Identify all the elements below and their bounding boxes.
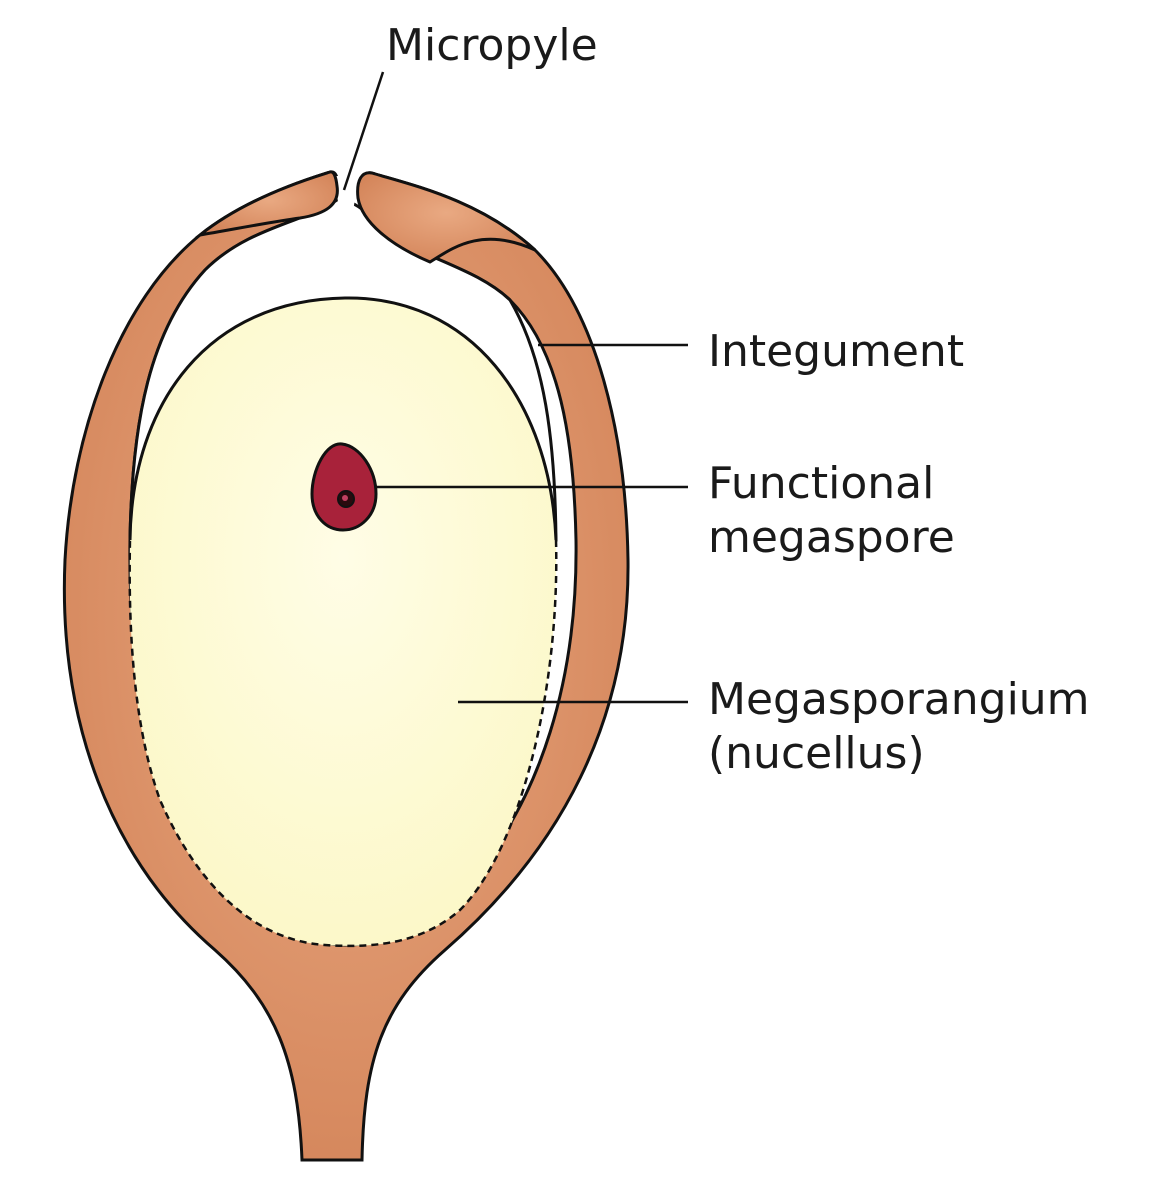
integument-tip-right (356, 171, 537, 264)
micropyle-leader (342, 71, 385, 191)
functional-megaspore-label-line2: megaspore (708, 512, 955, 563)
functional-megaspore (310, 442, 378, 532)
integument-label: Integument (708, 326, 964, 377)
megaspore-nucleolus (342, 495, 348, 501)
functional-megaspore-label-line1: Functional (708, 458, 934, 509)
megasporangium-outline-lower (128, 539, 558, 948)
micropyle-label: Micropyle (386, 20, 598, 71)
megasporangium-outline-upper (128, 296, 558, 541)
megasporangium-label-line2: (nucellus) (708, 728, 925, 779)
megasporangium (129, 297, 557, 946)
micropyle-opening (334, 176, 360, 260)
integument-tip-left (194, 170, 339, 238)
megasporangium-label-line1: Megasporangium (708, 674, 1090, 725)
